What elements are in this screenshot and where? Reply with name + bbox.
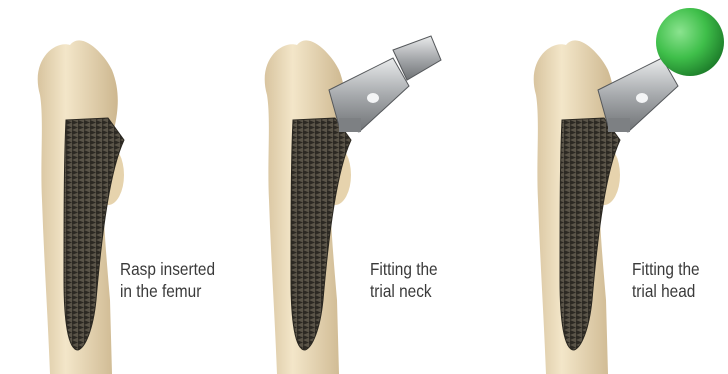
caption-line-2: trial head bbox=[632, 280, 700, 302]
caption-line-1: Fitting the bbox=[370, 258, 438, 280]
caption-line-1: Rasp inserted bbox=[120, 258, 215, 280]
caption-line-2: in the femur bbox=[120, 280, 215, 302]
caption-rasp: Rasp inserted in the femur bbox=[120, 258, 215, 302]
panel-trial-head: Fitting the trial head bbox=[486, 0, 728, 374]
caption-line-2: trial neck bbox=[370, 280, 438, 302]
caption-line-1: Fitting the bbox=[632, 258, 700, 280]
trial-neck bbox=[598, 58, 678, 132]
trial-head-ball bbox=[656, 8, 724, 76]
panel-trial-neck: Fitting the trial neck bbox=[243, 0, 486, 374]
rasp bbox=[560, 118, 620, 350]
femur-trial-neck-illustration bbox=[243, 0, 486, 374]
rasp bbox=[291, 118, 351, 350]
femur-trial-head-illustration bbox=[486, 0, 728, 374]
rasp bbox=[64, 118, 124, 350]
caption-trial-neck: Fitting the trial neck bbox=[370, 258, 438, 302]
panel-rasp: Rasp inserted in the femur bbox=[0, 0, 243, 374]
trial-neck bbox=[329, 36, 441, 132]
caption-trial-head: Fitting the trial head bbox=[632, 258, 700, 302]
femur-rasp-illustration bbox=[0, 0, 243, 374]
